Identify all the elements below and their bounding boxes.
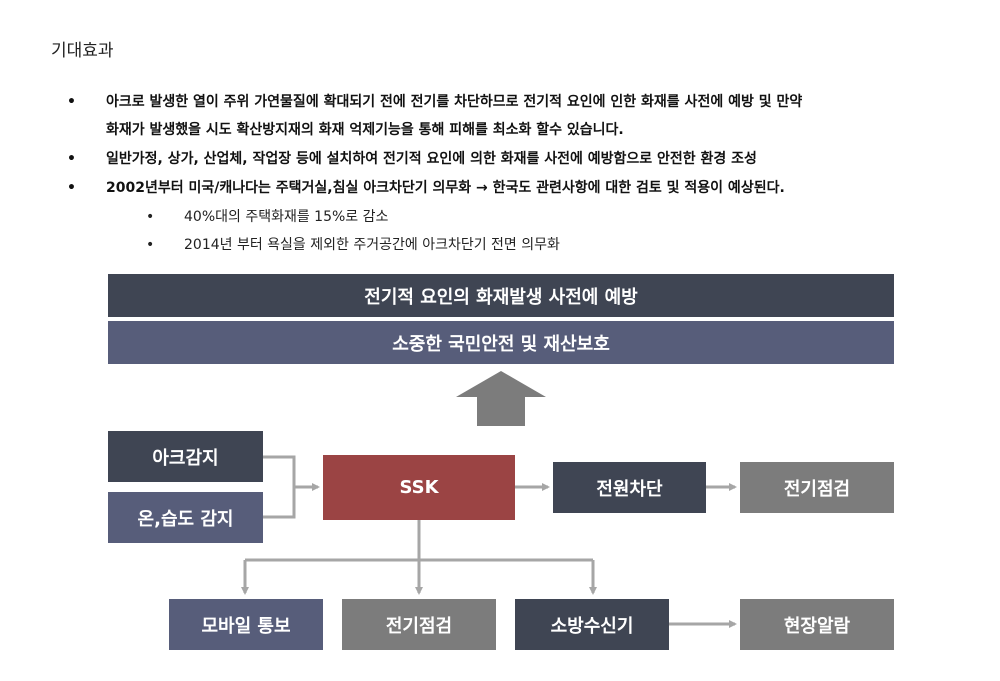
temp-humidity-box: 온,습도 감지	[108, 492, 263, 543]
bullet-text-line2: 화재가 발생했을 시도 확산방지재의 화재 억제기능을 통해 피해를 최소화 할…	[106, 122, 624, 138]
bullet-marker: •	[67, 180, 76, 196]
bullet-text: 일반가정, 상가, 산업체, 작업장 등에 설치하여 전기적 요인에 의한 화재…	[106, 151, 757, 167]
bullet-text: 2002년부터 미국/캐나다는 주택거실,침실 아크차단기 의무화 → 한국도 …	[106, 180, 785, 196]
sub-bullet-marker: •	[146, 209, 155, 225]
fire-receiver-box: 소방수신기	[515, 599, 669, 650]
ssk-label: SSK	[399, 477, 439, 498]
inspect-right-label: 전기점검	[783, 478, 851, 500]
sub-bullet-marker: •	[146, 237, 155, 253]
temp-humidity-label: 온,습도 감지	[137, 508, 234, 530]
power-cut-box: 전원차단	[553, 462, 706, 513]
section-heading: 기대효과	[51, 41, 114, 61]
site-alarm-label: 현장알람	[783, 615, 851, 637]
bullet-text-line1: 아크로 발생한 열이 주위 가연물질에 확대되기 전에 전기를 차단하므로 전기…	[106, 94, 803, 110]
inspect-right-box: 전기점검	[740, 462, 894, 513]
mobile-notify-box: 모바일 통보	[169, 599, 323, 650]
arc-detect-label: 아크감지	[152, 447, 219, 469]
fire-receiver-label: 소방수신기	[550, 615, 634, 637]
mobile-notify-label: 모바일 통보	[201, 615, 291, 637]
connector-arc-to-ssk	[263, 455, 320, 491]
site-alarm-box: 현장알람	[740, 599, 894, 650]
bullet-marker: •	[67, 151, 76, 167]
power-cut-label: 전원차단	[596, 478, 663, 500]
ssk-box: SSK	[323, 455, 515, 520]
inspect-bottom-label: 전기점검	[385, 615, 453, 637]
second-banner-label: 소중한 국민안전 및 재산보호	[392, 333, 610, 355]
sub-bullet-text: 40%대의 주택화재를 15%로 감소	[184, 209, 389, 225]
top-banner: 전기적 요인의 화재발생 사전에 예방	[108, 274, 894, 317]
connector-temp-to-ssk	[263, 487, 296, 519]
arc-detect-box: 아크감지	[108, 431, 263, 482]
sub-bullet-text: 2014년 부터 욕실을 제외한 주거공간에 아크차단기 전면 의무화	[184, 237, 560, 253]
top-banner-label: 전기적 요인의 화재발생 사전에 예방	[364, 286, 638, 308]
up-arrow-icon	[456, 371, 546, 426]
inspect-bottom-box: 전기점검	[342, 599, 496, 650]
bullet-marker: •	[67, 94, 76, 110]
second-banner: 소중한 국민안전 및 재산보호	[108, 321, 894, 364]
